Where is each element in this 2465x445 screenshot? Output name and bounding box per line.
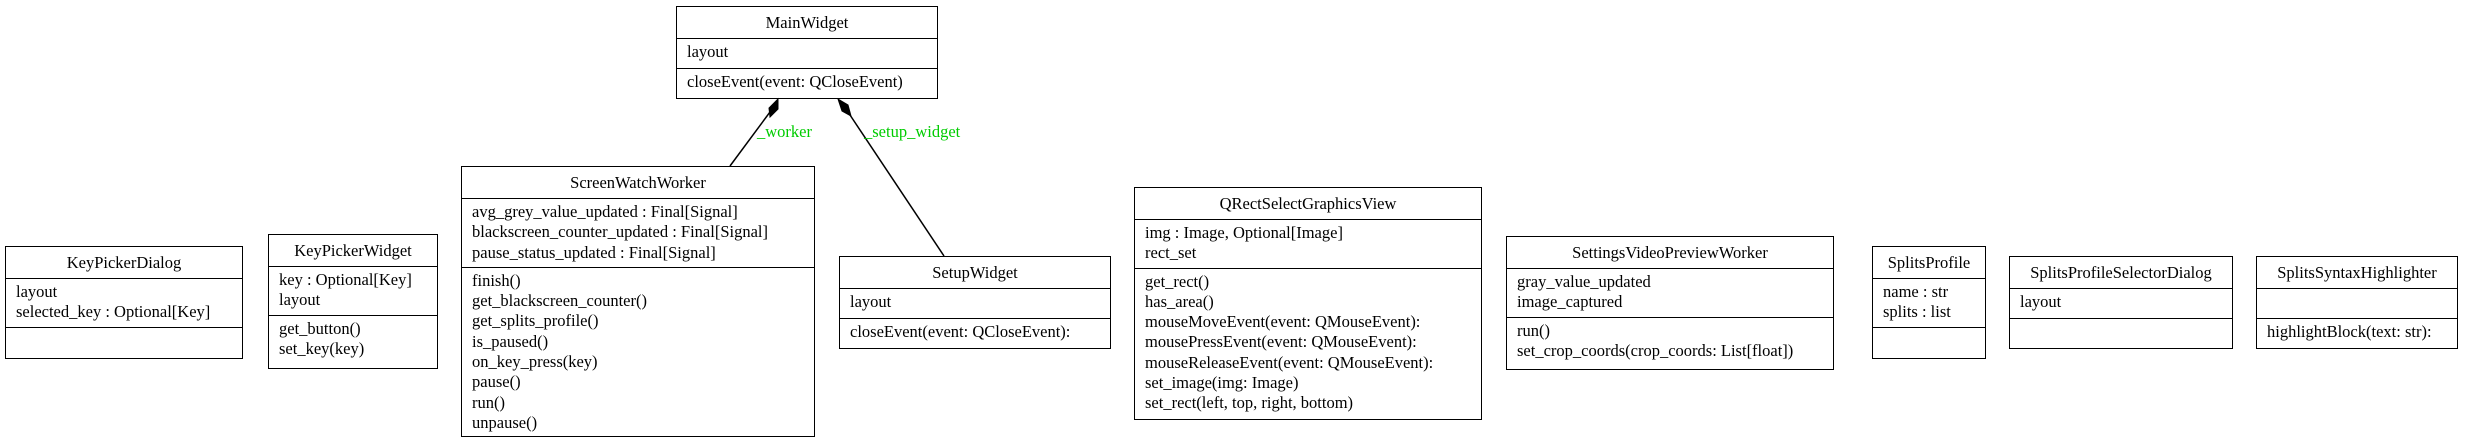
attributes-section: layout	[840, 289, 1110, 319]
method: mouseMoveEvent(event: QMouseEvent):	[1145, 312, 1421, 332]
method: get_blackscreen_counter()	[472, 291, 647, 311]
attribute: rect_set	[1145, 243, 1197, 263]
attribute: layout	[2020, 292, 2062, 311]
edge-label-worker: _worker	[757, 122, 812, 141]
composition-diamond-icon	[837, 97, 852, 118]
edge-setup-widget	[837, 97, 945, 257]
methods-section: run() set_crop_coords(crop_coords: List[…	[1507, 318, 1833, 366]
method: run()	[472, 392, 505, 412]
attributes-section: gray_value_updated image_captured	[1507, 269, 1833, 318]
methods-section: closeEvent(event: QCloseEvent):	[840, 319, 1110, 349]
method: set_image(img: Image)	[1145, 373, 1299, 393]
method: get_rect()	[1145, 271, 1210, 291]
attributes-section: layout	[2010, 289, 2232, 319]
class-title: KeyPickerWidget	[269, 235, 437, 267]
class-key-picker-widget: KeyPickerWidget key : Optional[Key] layo…	[268, 234, 438, 369]
attribute: layout	[16, 282, 58, 301]
class-title: SplitsSyntaxHighlighter	[2257, 257, 2457, 289]
attributes-section: key : Optional[Key] layout	[269, 267, 437, 316]
attributes-section: img : Image, Optional[Image] rect_set	[1135, 220, 1481, 269]
method: mouseReleaseEvent(event: QMouseEvent):	[1145, 352, 1434, 372]
composition-diamond-icon	[768, 97, 779, 119]
method: closeEvent(event: QCloseEvent):	[850, 322, 1071, 341]
attributes-section: layout	[677, 39, 937, 69]
class-title: ScreenWatchWorker	[462, 167, 814, 199]
edge-worker	[729, 97, 779, 167]
class-splits-profile: SplitsProfile name : str splits : list	[1872, 246, 1986, 359]
class-setup-widget: SetupWidget layout closeEvent(event: QCl…	[839, 256, 1111, 349]
method: set_key(key)	[279, 338, 365, 358]
method: set_crop_coords(crop_coords: List[float]…	[1517, 340, 1794, 360]
class-key-picker-dialog: KeyPickerDialog layout selected_key : Op…	[5, 246, 243, 359]
class-splits-syntax-highlighter: SplitsSyntaxHighlighter highlightBlock(t…	[2256, 256, 2458, 349]
method: set_rect(left, top, right, bottom)	[1145, 393, 1354, 413]
attribute: blackscreen_counter_updated : Final[Sign…	[472, 222, 768, 242]
attribute: image_captured	[1517, 292, 1623, 312]
attribute: name : str	[1883, 282, 1949, 301]
attribute: splits : list	[1883, 302, 1951, 322]
class-title: SplitsProfile	[1873, 247, 1985, 279]
class-title: SplitsProfileSelectorDialog	[2010, 257, 2232, 289]
method: get_button()	[279, 318, 361, 338]
method: has_area()	[1145, 291, 1214, 311]
attribute: gray_value_updated	[1517, 272, 1651, 291]
attribute: layout	[279, 290, 321, 310]
class-screen-watch-worker: ScreenWatchWorker avg_grey_value_updated…	[461, 166, 815, 437]
class-title: MainWidget	[677, 7, 937, 39]
attribute: selected_key : Optional[Key]	[16, 302, 211, 322]
method: get_splits_profile()	[472, 311, 599, 331]
method: finish()	[472, 270, 521, 290]
method: unpause()	[472, 412, 538, 432]
methods-section: highlightBlock(text: str):	[2257, 319, 2457, 349]
attributes-section: name : str splits : list	[1873, 279, 1985, 328]
method: on_key_press(key)	[472, 352, 598, 372]
methods-section: finish() get_blackscreen_counter() get_s…	[462, 268, 814, 437]
class-title: SettingsVideoPreviewWorker	[1507, 237, 1833, 269]
class-title: KeyPickerDialog	[6, 247, 242, 279]
methods-section: get_rect() has_area() mouseMoveEvent(eve…	[1135, 269, 1481, 418]
methods-section: closeEvent(event: QCloseEvent)	[677, 69, 937, 99]
class-splits-profile-selector-dialog: SplitsProfileSelectorDialog layout	[2009, 256, 2233, 349]
method: run()	[1517, 320, 1550, 340]
attributes-section: avg_grey_value_updated : Final[Signal] b…	[462, 199, 814, 268]
attribute: pause_status_updated : Final[Signal]	[472, 242, 716, 262]
method: highlightBlock(text: str):	[2267, 322, 2432, 341]
method: closeEvent(event: QCloseEvent)	[687, 72, 903, 91]
attribute: layout	[687, 42, 729, 61]
class-main-widget: MainWidget layout closeEvent(event: QClo…	[676, 6, 938, 99]
attributes-section: layout selected_key : Optional[Key]	[6, 279, 242, 328]
attribute: layout	[850, 292, 892, 311]
class-title: QRectSelectGraphicsView	[1135, 188, 1481, 220]
attribute: key : Optional[Key]	[279, 270, 412, 289]
edge-label-setup-widget: _setup_widget	[864, 122, 961, 141]
method: mousePressEvent(event: QMouseEvent):	[1145, 332, 1417, 352]
method: pause()	[472, 372, 521, 392]
attribute: img : Image, Optional[Image]	[1145, 223, 1343, 242]
class-title: SetupWidget	[840, 257, 1110, 289]
method: is_paused()	[472, 331, 549, 351]
methods-section: get_button() set_key(key)	[269, 316, 437, 364]
attribute: avg_grey_value_updated : Final[Signal]	[472, 202, 738, 221]
class-settings-video-preview-worker: SettingsVideoPreviewWorker gray_value_up…	[1506, 236, 1834, 370]
attributes-section	[2257, 289, 2457, 319]
class-qrect-select-graphics-view: QRectSelectGraphicsView img : Image, Opt…	[1134, 187, 1482, 420]
